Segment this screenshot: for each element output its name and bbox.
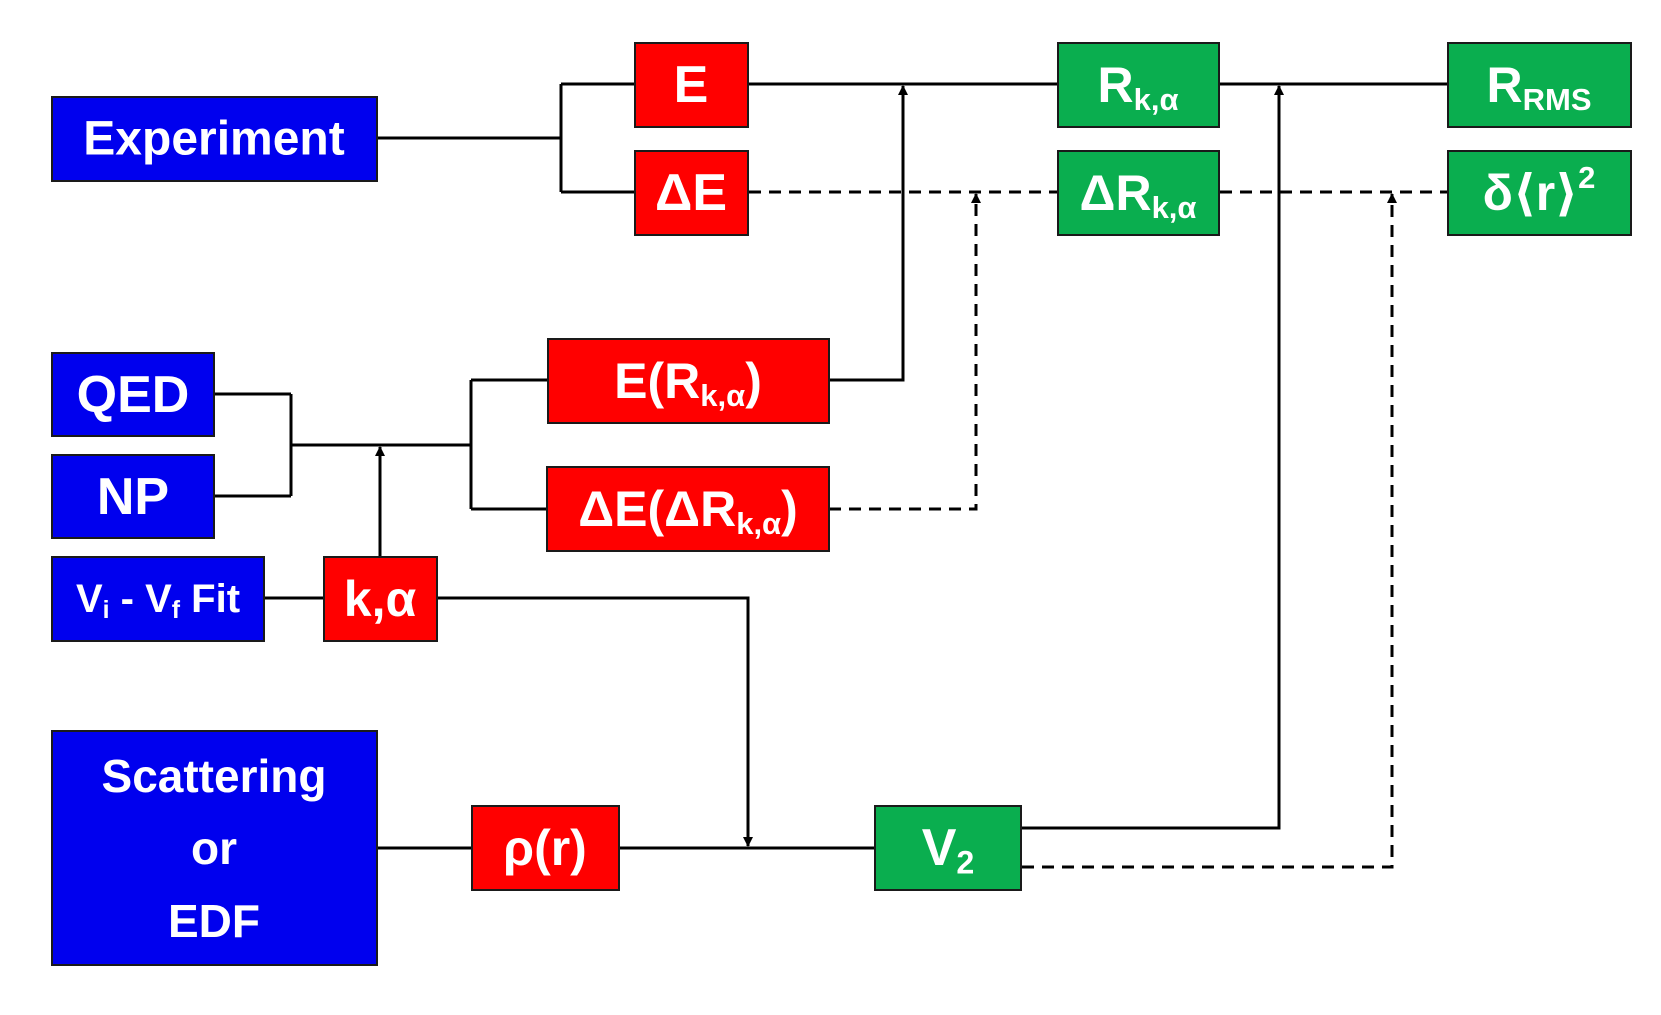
node-vfit-label-part-0: V (76, 577, 103, 621)
node-r-rms-label-part-0: R (1487, 57, 1523, 113)
connector-lines (215, 82, 1448, 869)
edge-qed-np-merge (215, 392, 471, 498)
node-delta-e-delta-rk-label-part-1: k,α (736, 506, 781, 541)
node-rk-label-part-1: k,α (1134, 82, 1179, 117)
node-scattering-line-1: Scattering (102, 750, 327, 802)
node-qed: QED (51, 352, 215, 437)
node-e-rk-label-part-1: k,α (700, 378, 745, 413)
edge-erk-to-e-line (829, 85, 908, 382)
node-v2-label-part-1: 2 (956, 845, 974, 881)
node-e-label: E (674, 56, 709, 114)
node-qed-label: QED (77, 366, 190, 424)
node-v2-label-part-0: V (922, 819, 957, 877)
node-r-rms-label-part-1: RMS (1523, 82, 1592, 117)
node-vfit-label-part-3: f (172, 597, 181, 624)
edge-kalpha-to-v2-line (437, 596, 753, 847)
node-rk: Rk,α (1057, 42, 1220, 128)
node-vfit: Vi - Vf Fit (51, 556, 265, 642)
edge-derk-to-de-line (829, 193, 981, 511)
node-delta-e-label: ΔE (655, 164, 727, 222)
node-delta-e-delta-rk-label: ΔE(ΔRk,α) (578, 481, 798, 541)
edge-split-to-e (559, 82, 636, 194)
node-rk-label-part-0: R (1097, 57, 1133, 113)
node-delta-e-delta-rk-label-part-2: ) (781, 481, 798, 537)
node-r-rms: RRMS (1447, 42, 1632, 128)
node-delta-e-delta-rk: ΔE(ΔRk,α) (546, 466, 830, 552)
node-delta-r2-label-part-1: 2 (1578, 160, 1595, 195)
node-scattering-line-3: EDF (168, 895, 260, 947)
node-v2: V2 (874, 805, 1022, 891)
node-vfit-label-part-1: i (103, 597, 110, 624)
node-np: NP (51, 454, 215, 539)
node-e-rk: E(Rk,α) (547, 338, 830, 424)
node-delta-rk-label-part-0: ΔR (1080, 165, 1152, 221)
node-e-rk-label-part-0: E(R (614, 353, 700, 409)
node-delta-r2-label-part-0: δ⟨r⟩ (1483, 165, 1578, 221)
node-scattering: Scattering or EDF (51, 730, 378, 966)
node-e: E (634, 42, 749, 128)
node-vfit-label: Vi - Vf Fit (76, 577, 240, 624)
edge-split-to-erk (469, 378, 548, 511)
node-delta-r2: δ⟨r⟩2 (1447, 150, 1632, 236)
node-e-rk-label-part-2: ) (745, 353, 762, 409)
node-rho: ρ(r) (471, 805, 620, 891)
node-rho-label: ρ(r) (503, 820, 587, 876)
edge-v2-to-drk-line (1022, 193, 1397, 869)
node-vfit-label-part-2: - V (110, 577, 173, 621)
node-delta-rk: ΔRk,α (1057, 150, 1220, 236)
node-experiment-label: Experiment (83, 113, 344, 166)
node-k-alpha-label: k,α (344, 571, 417, 627)
node-delta-e-delta-rk-label-part-0: ΔE(ΔR (578, 481, 736, 537)
node-experiment: Experiment (51, 96, 378, 182)
node-k-alpha: k,α (323, 556, 438, 642)
node-np-label: NP (97, 468, 169, 526)
node-vfit-label-part-4: Fit (180, 577, 240, 621)
node-v2-label: V2 (922, 819, 975, 881)
node-delta-rk-label-part-1: k,α (1152, 190, 1197, 225)
node-e-rk-label: E(Rk,α) (614, 353, 762, 413)
node-delta-rk-label: ΔRk,α (1080, 165, 1197, 225)
node-scattering-line-2: or (191, 822, 237, 874)
node-rk-label: Rk,α (1097, 57, 1178, 117)
node-delta-e: ΔE (634, 150, 749, 236)
node-r-rms-label: RRMS (1487, 57, 1592, 117)
node-delta-r2-label: δ⟨r⟩2 (1483, 160, 1596, 222)
edge-v2-to-rk-line (1022, 85, 1284, 830)
